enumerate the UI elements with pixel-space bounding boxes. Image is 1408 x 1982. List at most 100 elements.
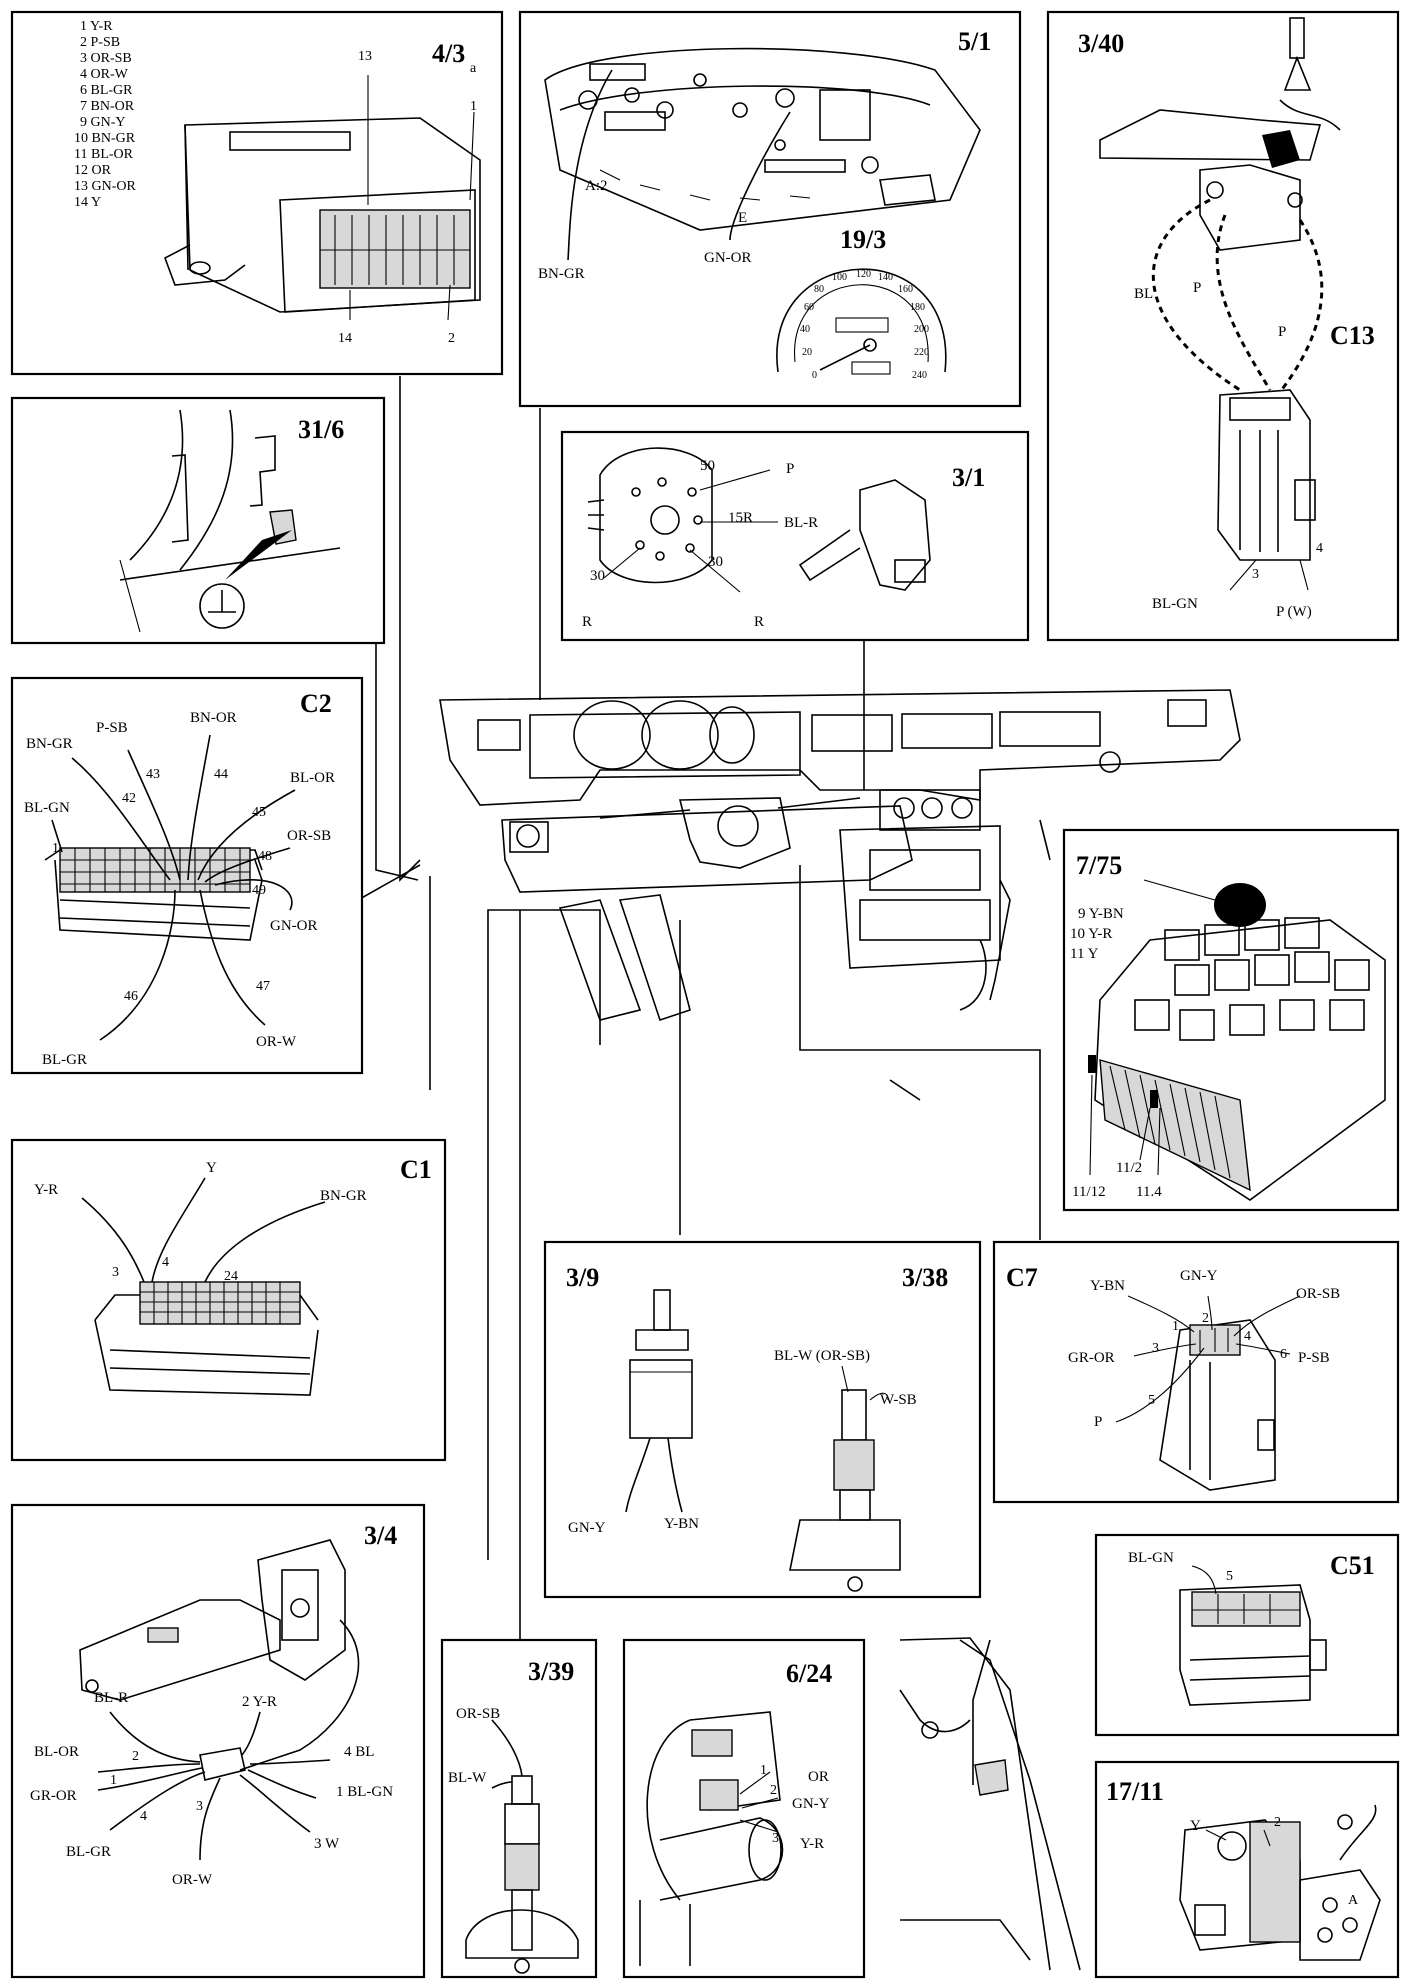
connector-code: C51: [1330, 1551, 1375, 1580]
wire-label-p-sb: P-SB: [1298, 1350, 1330, 1366]
wire-label-y-bn: Y-BN: [1090, 1278, 1125, 1294]
connector-c51-illustration: [1179, 1584, 1327, 1706]
panel-code: 3/4: [364, 1521, 397, 1550]
pin-number: 2: [1202, 1311, 1209, 1326]
panel-code: 3/9: [566, 1263, 599, 1292]
wire-label-bl-w: BL-W: [448, 1770, 487, 1786]
terminal-15r-label: 15R: [728, 510, 753, 526]
combination-switch-illustration: [79, 1539, 360, 1781]
wire-label-3-w: 3 W: [314, 1836, 340, 1852]
wire-label-gn-or: GN-OR: [270, 918, 318, 934]
tick-label: 220: [914, 347, 929, 358]
connector-c7-illustration: [1159, 1319, 1276, 1491]
legend-row: 6 BL-GR: [80, 83, 133, 98]
label-e: E: [738, 210, 747, 226]
switch-3-39-illustration: [465, 1775, 579, 1974]
wire-label-bn-gr: BN-GR: [320, 1188, 367, 1204]
panel-code: 7/75: [1076, 851, 1122, 880]
wire-label-bl-or: BL-OR: [34, 1744, 79, 1760]
wire-label-or-sb: OR-SB: [287, 828, 331, 844]
panel-3-40: 3/40 C13 BL P P BL-GN P (W) 3 4: [1046, 10, 1400, 642]
panel-17-11: 17/11 Y 2 A: [1094, 1760, 1400, 1979]
wire-label-bl-gr: BL-GR: [66, 1844, 111, 1860]
switch-3-9-illustration: [625, 1289, 693, 1513]
wire-label-r: R: [582, 614, 592, 630]
wire-label-y-r: Y-R: [34, 1182, 58, 1198]
wire-label-bn-or: BN-OR: [190, 710, 237, 726]
wire-label-p-w: P (W): [1276, 604, 1312, 620]
connector-code: C2: [300, 689, 332, 718]
wire-label-bl-or: BL-OR: [290, 770, 335, 786]
legend-row: 14 Y: [74, 195, 101, 210]
wire-label-p: P: [1193, 280, 1201, 296]
relay-fuse-block-illustration: [1088, 883, 1386, 1201]
color-legend: 1 Y-R 2 P-SB 3 OR-SB 4 OR-W 6 BL-GR 7 BN…: [74, 19, 136, 210]
wire-label-bn-gr: BN-GR: [26, 736, 73, 752]
relay-row: 11 Y: [1070, 946, 1099, 962]
pin-number: 4: [1316, 541, 1323, 556]
terminal-30-label: 30: [590, 568, 605, 584]
legend-row: 3 OR-SB: [80, 51, 132, 66]
pin-number: 43: [146, 767, 160, 782]
tick-label: 80: [814, 284, 824, 295]
wire-label-gn-y: GN-Y: [1180, 1268, 1218, 1284]
gear-lever-illustration: [1099, 17, 1341, 251]
panel-31-6: 31/6: [10, 396, 386, 645]
wire-label-p: P: [786, 461, 794, 477]
wire-label-y-r: Y-R: [800, 1836, 824, 1852]
pin-number: 3: [1152, 1341, 1159, 1356]
tick-label: 140: [878, 272, 893, 283]
tick-label: 160: [898, 284, 913, 295]
wire-label-or-sb: OR-SB: [456, 1706, 500, 1722]
tick-label: 200: [914, 324, 929, 335]
fuse-label: 11/2: [1116, 1160, 1142, 1176]
wire-label-bl-w-or-sb: BL-W (OR-SB): [774, 1348, 870, 1364]
wire-label-y: Y: [206, 1160, 217, 1176]
switch-3-38-illustration: [789, 1389, 901, 1592]
wire-label-bl-r: BL-R: [784, 515, 818, 531]
wire-label-p-sb: P-SB: [96, 720, 128, 736]
panel-code: 5/1: [958, 27, 991, 56]
panel-c7: C7 Y-BN GN-Y OR-SB GR-OR P-SB P 1 2 3 4 …: [992, 1240, 1400, 1504]
wire-label-bl-gn: BL-GN: [1152, 596, 1198, 612]
pin-number: 2: [770, 1783, 777, 1798]
pin-number: 3: [112, 1265, 119, 1280]
panel-3-9-3-38: 3/9 3/38 BL-W (OR-SB) W-SB GN-Y Y-BN: [543, 1240, 982, 1599]
panel-c1: C1 Y-R Y BN-GR 3 4 24: [10, 1138, 447, 1462]
pin-number: 4: [1244, 1329, 1251, 1344]
panel-3-4: 3/4 BL-R BL-OR 2 Y-R 4 BL 1 BL-GN GR-OR …: [10, 1503, 426, 1979]
tick-label: 60: [804, 302, 814, 313]
terminal-50-label: 50: [700, 458, 715, 474]
wire-label-y: Y: [1190, 1818, 1201, 1834]
panel-code: 3/40: [1078, 29, 1124, 58]
panel-code: 6/24: [786, 1659, 832, 1688]
pin-2-label: 2: [448, 331, 455, 346]
legend-row: 1 Y-R: [80, 19, 113, 34]
wire-label-bl-gn: BL-GN: [24, 800, 70, 816]
instrument-cluster-illustration: [544, 47, 981, 231]
wire-label-bl-r: BL-R: [94, 1690, 128, 1706]
wire-label-1-bl-gn: 1 BL-GN: [336, 1784, 393, 1800]
ignition-switch-illustration: [587, 447, 931, 591]
legend-row: 9 GN-Y: [80, 115, 126, 130]
dashboard-illustration: [439, 689, 1241, 1022]
sensor-6-24-illustration: [639, 1711, 784, 1966]
pin-1-label: 1: [470, 99, 477, 114]
panel-7-75: 7/75 9 Y-BN 10 Y-R 11 Y: [1062, 828, 1400, 1212]
pin-number: 5: [1226, 1569, 1233, 1584]
label-a: A: [1348, 1893, 1359, 1908]
pin-number: 46: [124, 989, 138, 1004]
pin-number: 48: [258, 849, 272, 864]
wire-label-or-w: OR-W: [256, 1034, 297, 1050]
panel-4-3a: 4/3 a 1 Y-R 2 P-SB 3 OR-SB 4 OR-W 6 BL-G…: [10, 10, 504, 376]
pin-number: 2: [1274, 1815, 1281, 1830]
wire-label-y-bn: Y-BN: [664, 1516, 699, 1532]
pin-number: 5: [1148, 1393, 1155, 1408]
pin-14-label: 14: [338, 331, 352, 346]
fuse-label: 11/12: [1072, 1184, 1106, 1200]
tick-label: 180: [910, 302, 925, 313]
connector-c13-illustration: [1217, 389, 1316, 561]
legend-row: 2 P-SB: [80, 35, 120, 50]
tick-label: 120: [856, 269, 871, 280]
tick-label: 100: [832, 272, 847, 283]
